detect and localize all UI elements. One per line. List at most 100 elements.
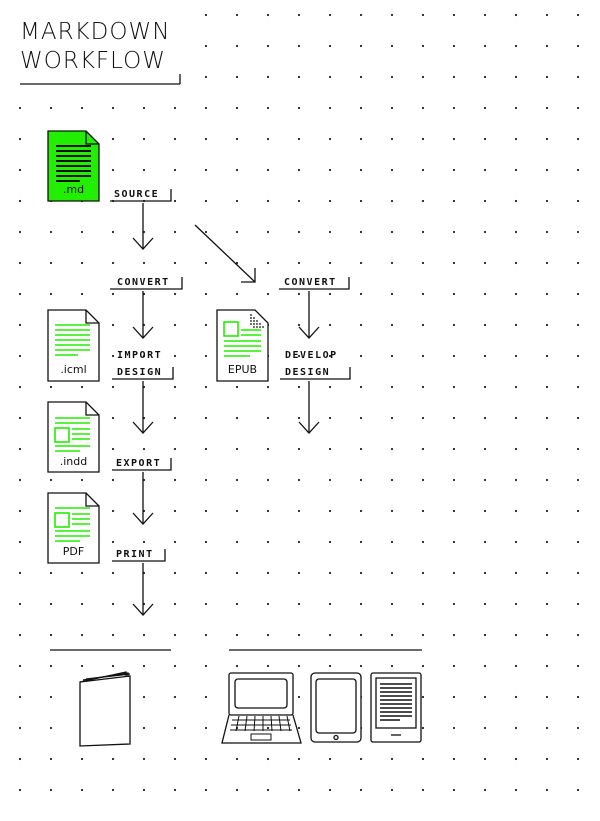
grid-dot <box>142 540 146 544</box>
grid-dot <box>514 106 518 110</box>
grid-dot <box>359 13 363 17</box>
grid-dot <box>359 354 363 358</box>
grid-dot <box>297 292 301 296</box>
grid-dot <box>173 509 177 513</box>
grid-dot <box>545 75 549 79</box>
ereader-icon <box>370 672 422 743</box>
grid-dot <box>235 478 239 482</box>
grid-dot <box>173 168 177 172</box>
grid-dot <box>514 385 518 389</box>
grid-dot <box>204 695 208 699</box>
grid-dot <box>545 571 549 575</box>
grid-dot <box>483 416 487 420</box>
grid-dot <box>390 509 394 513</box>
grid-dot <box>142 137 146 141</box>
grid-dot <box>359 75 363 79</box>
grid-dot <box>49 602 53 606</box>
grid-dot <box>235 106 239 110</box>
grid-dot <box>576 13 580 17</box>
grid-dot <box>390 664 394 668</box>
grid-dot <box>514 633 518 637</box>
grid-dot <box>514 695 518 699</box>
step-print-label: PRINT <box>116 549 154 560</box>
pdf-file-label: PDF <box>62 545 85 558</box>
grid-dot <box>576 478 580 482</box>
grid-dot <box>49 230 53 234</box>
arrow-convert-to-import <box>132 291 154 339</box>
grid-dot <box>18 137 22 141</box>
grid-dot <box>359 137 363 141</box>
grid-dot <box>111 323 115 327</box>
grid-dot <box>514 292 518 296</box>
arrow-import-to-export <box>132 381 154 434</box>
grid-dot <box>297 695 301 699</box>
grid-dot <box>297 478 301 482</box>
grid-dot <box>80 602 84 606</box>
grid-dot <box>328 664 332 668</box>
grid-dot <box>142 447 146 451</box>
grid-dot <box>173 664 177 668</box>
grid-dot <box>483 230 487 234</box>
grid-dot <box>421 323 425 327</box>
grid-dot <box>142 354 146 358</box>
grid-dot <box>173 633 177 637</box>
grid-dot <box>421 168 425 172</box>
grid-dot <box>235 447 239 451</box>
grid-dot <box>111 354 115 358</box>
grid-dot <box>173 230 177 234</box>
grid-dot <box>328 261 332 265</box>
grid-dot <box>204 230 208 234</box>
grid-dot <box>483 75 487 79</box>
grid-dot <box>421 571 425 575</box>
step-export-label: EXPORT <box>116 458 162 469</box>
grid-dot <box>266 261 270 265</box>
grid-dot <box>390 106 394 110</box>
grid-dot <box>142 695 146 699</box>
grid-dot <box>111 509 115 513</box>
icml-file-icon <box>47 309 100 382</box>
grid-dot <box>421 292 425 296</box>
grid-dot <box>514 447 518 451</box>
grid-dot <box>18 385 22 389</box>
grid-dot <box>359 602 363 606</box>
grid-dot <box>483 168 487 172</box>
grid-dot <box>576 106 580 110</box>
grid-dot <box>576 292 580 296</box>
grid-dot <box>204 571 208 575</box>
grid-dot <box>421 695 425 699</box>
icml-file-label: .icml <box>60 363 87 376</box>
grid-dot <box>80 478 84 482</box>
grid-dot <box>204 664 208 668</box>
grid-dot <box>483 633 487 637</box>
grid-dot <box>235 509 239 513</box>
grid-dot <box>204 540 208 544</box>
grid-dot <box>204 168 208 172</box>
grid-dot <box>297 633 301 637</box>
arrow-source-to-epub <box>194 224 256 283</box>
grid-dot <box>204 788 208 792</box>
grid-dot <box>328 137 332 141</box>
grid-dot <box>297 447 301 451</box>
grid-dot <box>576 323 580 327</box>
grid-dot <box>328 292 332 296</box>
grid-dot <box>111 540 115 544</box>
grid-dot <box>514 13 518 17</box>
grid-dot <box>173 137 177 141</box>
grid-dot <box>18 292 22 296</box>
grid-dot <box>204 261 208 265</box>
grid-dot <box>235 75 239 79</box>
grid-dot <box>142 261 146 265</box>
grid-dot <box>545 323 549 327</box>
grid-dot <box>545 292 549 296</box>
grid-dot <box>545 168 549 172</box>
grid-dot <box>452 726 456 730</box>
grid-dot <box>359 199 363 203</box>
grid-dot <box>421 44 425 48</box>
grid-dot <box>204 447 208 451</box>
develop-line: DEVELOP <box>285 350 338 361</box>
grid-dot <box>204 416 208 420</box>
grid-dot <box>235 385 239 389</box>
grid-dot <box>576 416 580 420</box>
grid-dot <box>421 726 425 730</box>
grid-dot <box>266 757 270 761</box>
